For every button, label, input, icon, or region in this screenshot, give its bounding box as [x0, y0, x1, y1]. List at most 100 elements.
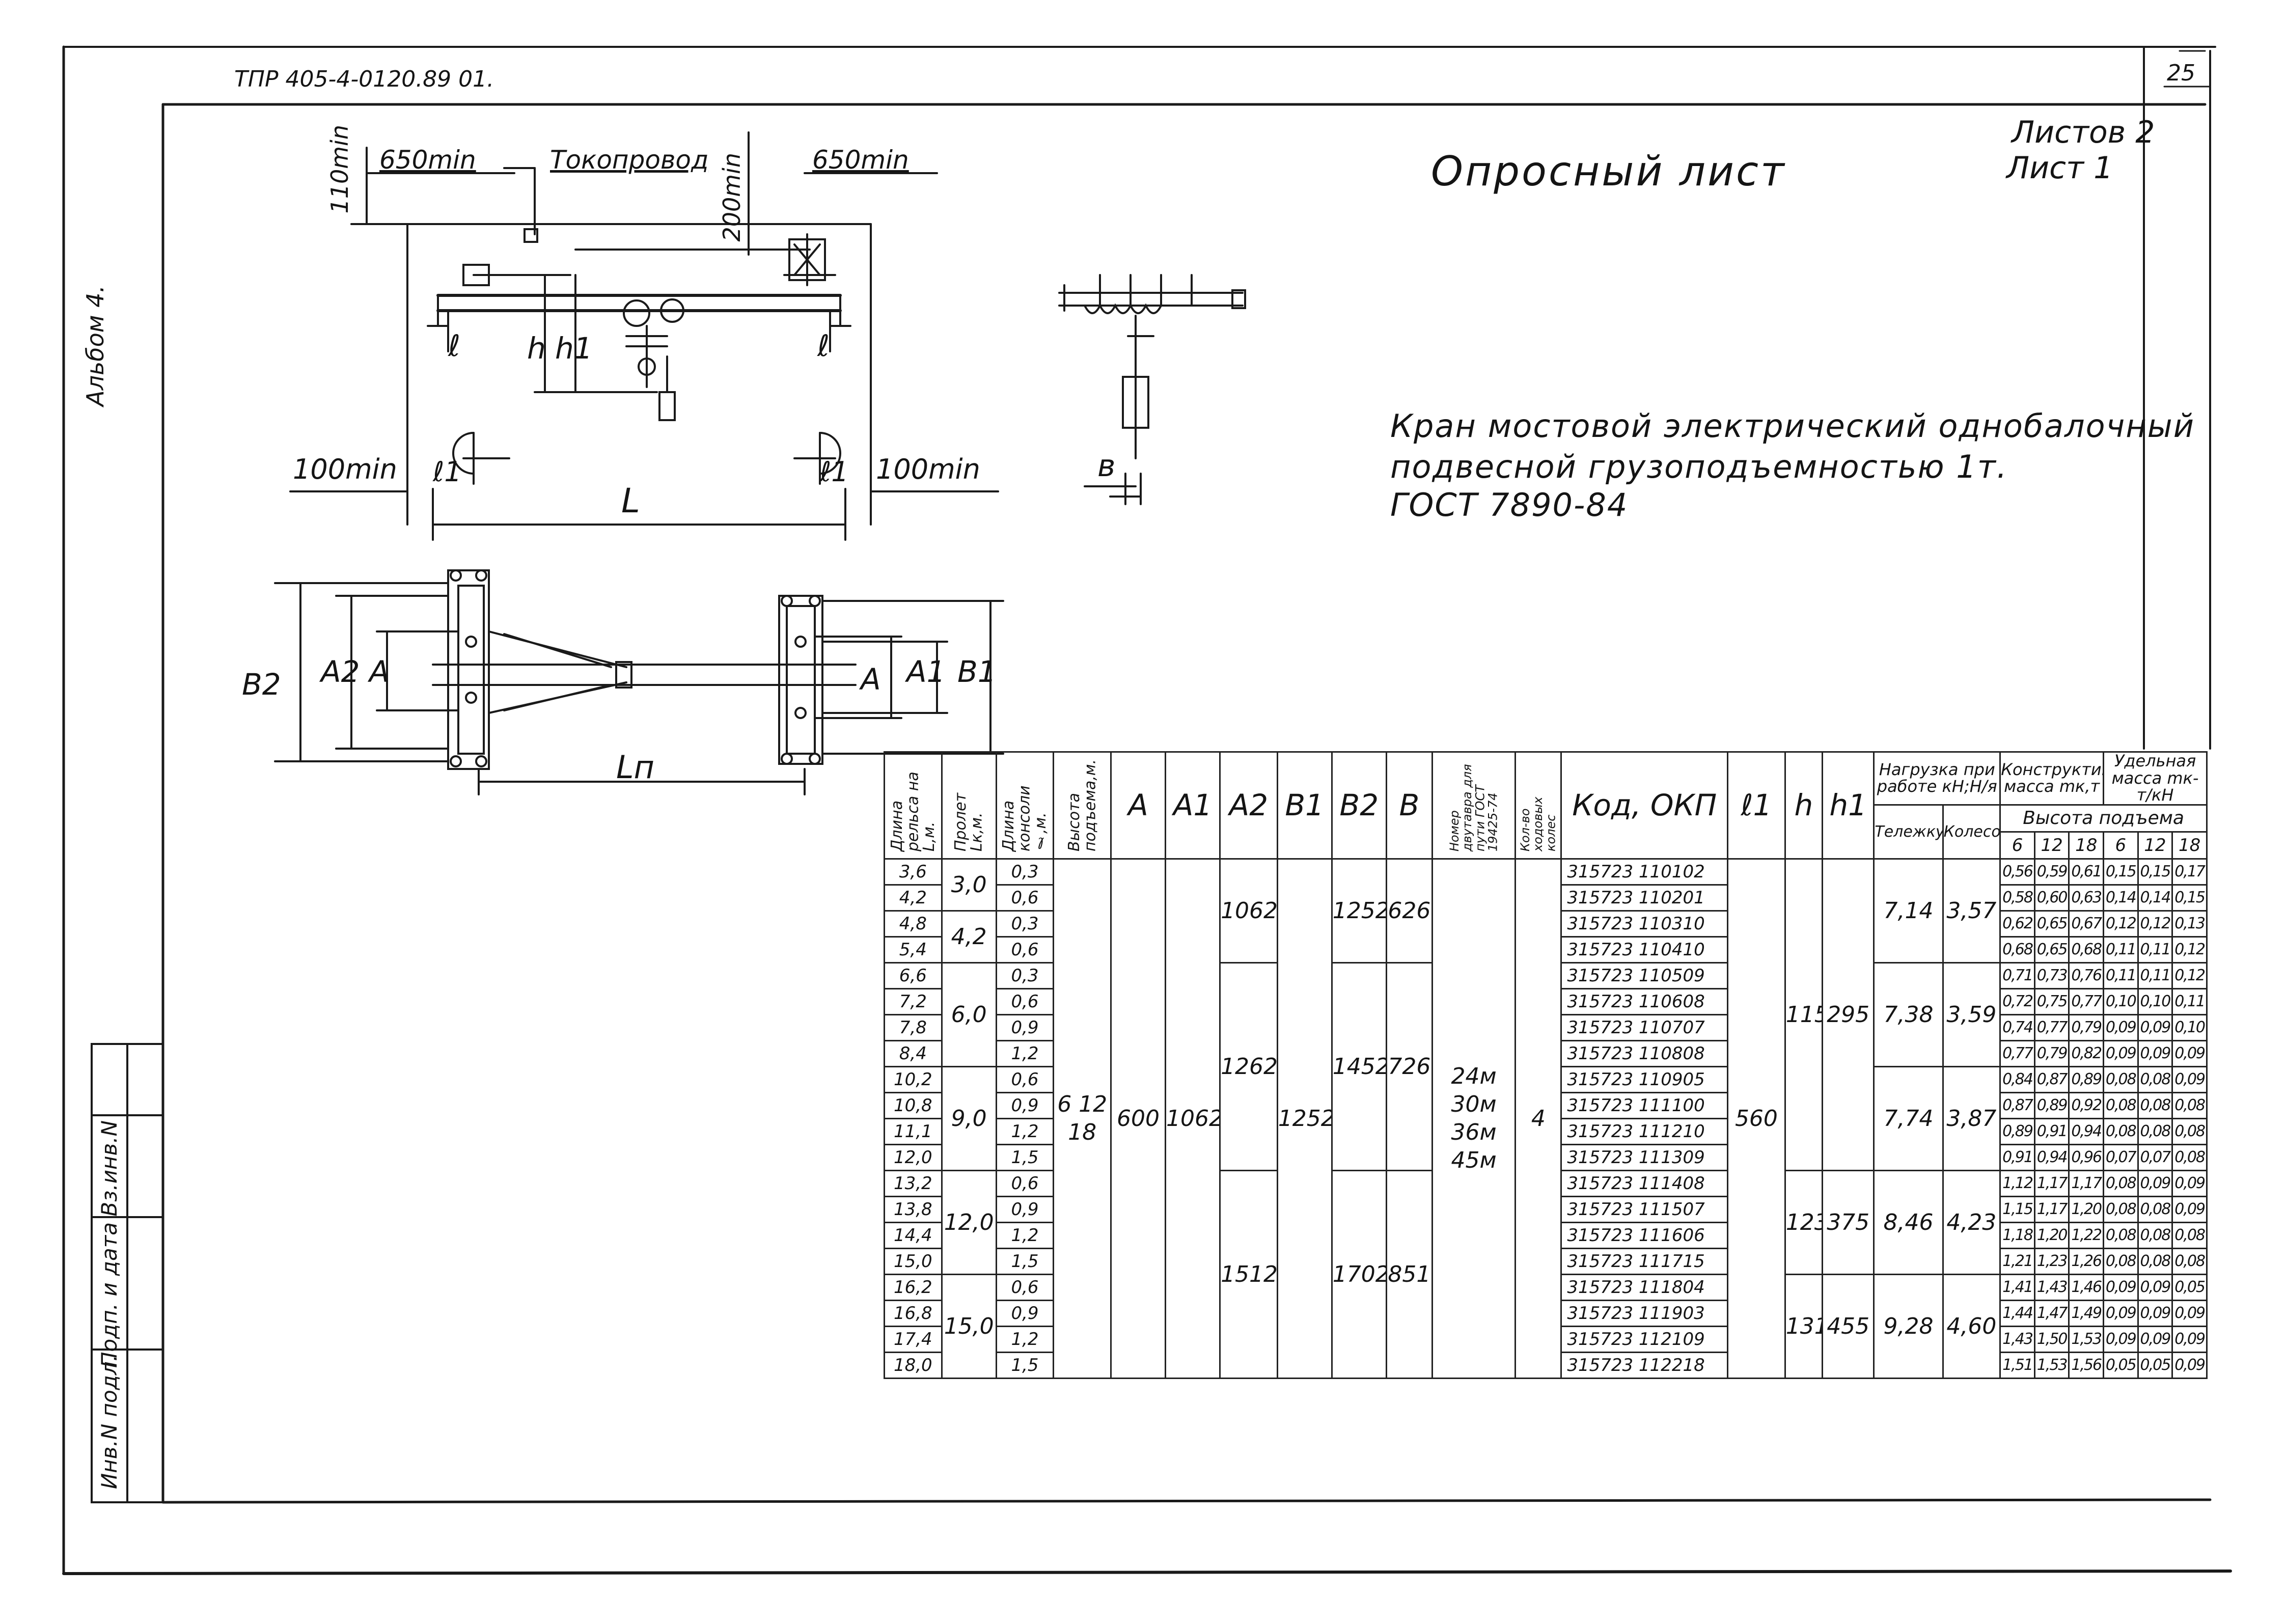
- page-number: 25: [2167, 60, 2195, 86]
- cell-rail-length: 13,2: [884, 1169, 943, 1197]
- cell-specific-mass: 0,08: [2103, 1221, 2139, 1249]
- cell-specific-mass: 0,10: [2103, 987, 2139, 1015]
- description-line-2: подвесной грузоподъемностью 1т.: [1390, 448, 2008, 485]
- cell-mass: 1,44: [1999, 1299, 2035, 1327]
- cell-code: 315723 111606: [1560, 1221, 1729, 1249]
- stamp-inv-dup: Вз.инв.N: [97, 1120, 122, 1217]
- cell-specific-mass: 0,08: [2137, 1221, 2173, 1249]
- header-A: А: [1110, 751, 1167, 860]
- A-label: А: [369, 654, 390, 689]
- cell-console: 0,3: [995, 961, 1055, 989]
- cell-specific-mass: 0,09: [2103, 1273, 2139, 1301]
- cell-specific-mass: 0,09: [2171, 1039, 2208, 1067]
- cell-code: 315723 110707: [1560, 1013, 1729, 1041]
- cell-rail-length: 15,0: [884, 1247, 943, 1275]
- B2-label: В2: [242, 667, 281, 702]
- cell-specific-mass: 0,13: [2171, 910, 2208, 938]
- header-h: h: [1784, 751, 1823, 860]
- header-lift-height: Высота подъема,м.: [1053, 751, 1112, 860]
- cell-mass: 1,50: [2033, 1325, 2070, 1353]
- cell-rail-length: 7,8: [884, 1013, 943, 1041]
- cell-mass: 0,61: [2068, 858, 2105, 886]
- cell-specific-mass: 0,10: [2171, 1013, 2208, 1041]
- cell-mass: 0,72: [1999, 987, 2035, 1015]
- cell-console: 1,2: [995, 1325, 1055, 1353]
- cell-mass: 0,87: [2033, 1065, 2070, 1093]
- header-mass: Конструктивная масса mк,т: [1999, 751, 2105, 806]
- dim-200: 200min: [718, 153, 746, 242]
- cell-code: 315723 111804: [1560, 1273, 1729, 1301]
- cell-specific-mass: 0,08: [2103, 1117, 2139, 1145]
- header-rail-length: Длина рельса на L,м.: [884, 751, 943, 860]
- crane-spec-table: Длина рельса на L,м. Пролет Lк,м. Длина …: [884, 751, 2208, 1379]
- cell-specific-mass: 0,09: [2137, 1299, 2173, 1327]
- cell-wheels: 4: [1514, 858, 1562, 1379]
- cell-mass: 0,59: [2033, 858, 2070, 886]
- cell-rail-length: 11,1: [884, 1117, 943, 1145]
- cell-specific-mass: 0,09: [2103, 1325, 2139, 1353]
- cell-h: 1230: [1784, 1169, 1823, 1275]
- cell-mass: 0,62: [1999, 910, 2035, 938]
- cell-console: 0,6: [995, 1065, 1055, 1093]
- header-B1: В1: [1276, 751, 1333, 860]
- cell-specific-mass: 0,05: [2103, 1351, 2139, 1379]
- b-label: в: [1097, 448, 1116, 484]
- cell-rail-length: 16,2: [884, 1273, 943, 1301]
- description-line-1: Кран мостовой электрический однобалочный: [1390, 407, 2195, 445]
- cell-mass: 1,17: [2033, 1195, 2070, 1223]
- cell-A2: 1512: [1219, 1169, 1278, 1379]
- cell-span: 9,0: [941, 1065, 997, 1171]
- cell-mass: 0,94: [2033, 1143, 2070, 1171]
- cell-specific-mass: 0,05: [2171, 1273, 2208, 1301]
- cell-mass: 0,67: [2068, 910, 2105, 938]
- cell-mass: 0,77: [2033, 1013, 2070, 1041]
- header-B2: В2: [1331, 751, 1387, 860]
- cell-code: 315723 110905: [1560, 1065, 1729, 1093]
- cell-B: 626: [1385, 858, 1433, 964]
- cell-span: 3,0: [941, 858, 997, 912]
- cell-console: 0,9: [995, 1013, 1055, 1041]
- cell-load-trolley: 9,28: [1873, 1273, 1944, 1379]
- cell-code: 315723 110410: [1560, 935, 1729, 964]
- cell-specific-mass: 0,09: [2137, 1013, 2173, 1041]
- cell-specific-mass: 0,12: [2171, 961, 2208, 989]
- cell-specific-mass: 0,11: [2137, 961, 2173, 989]
- cell-mass: 1,56: [2068, 1351, 2105, 1379]
- l1-right-label: ℓ1: [820, 456, 849, 488]
- cell-mass: 0,63: [2068, 884, 2105, 912]
- cell-console: 0,6: [995, 987, 1055, 1015]
- cell-specific-mass: 0,07: [2103, 1143, 2139, 1171]
- cell-mass: 1,20: [2033, 1221, 2070, 1249]
- cell-rail-length: 6,6: [884, 961, 943, 989]
- header-specific-mass: Удельная масса mк-т/кН: [2103, 751, 2208, 806]
- cell-console: 0,6: [995, 935, 1055, 964]
- cell-code: 315723 111100: [1560, 1091, 1729, 1119]
- header-h1: h1: [1821, 751, 1875, 860]
- cell-A2: 1062: [1219, 858, 1278, 964]
- cell-load-wheel: 4,23: [1942, 1169, 2001, 1275]
- dim-650-left: 650min: [379, 145, 476, 175]
- cell-mass: 1,20: [2068, 1195, 2105, 1223]
- cell-code: 315723 111903: [1560, 1299, 1729, 1327]
- span-Ln-label: Lп: [616, 749, 655, 786]
- cell-load-wheel: 3,87: [1942, 1065, 2001, 1171]
- cell-B2: 1702: [1331, 1169, 1387, 1379]
- cell-mass: 0,68: [1999, 935, 2035, 964]
- l1-left-label: ℓ1: [433, 456, 462, 488]
- cell-specific-mass: 0,11: [2137, 935, 2173, 964]
- cell-specific-mass: 0,10: [2137, 987, 2173, 1015]
- cell-code: 315723 112109: [1560, 1325, 1729, 1353]
- cell-mass: 0,56: [1999, 858, 2035, 886]
- cell-code: 315723 110608: [1560, 987, 1729, 1015]
- cell-console: 0,3: [995, 858, 1055, 886]
- cell-span: 15,0: [941, 1273, 997, 1379]
- cell-specific-mass: 0,08: [2103, 1091, 2139, 1119]
- cell-mass: 0,77: [1999, 1039, 2035, 1067]
- dim-650-right: 650min: [812, 145, 909, 175]
- cell-console: 1,2: [995, 1221, 1055, 1249]
